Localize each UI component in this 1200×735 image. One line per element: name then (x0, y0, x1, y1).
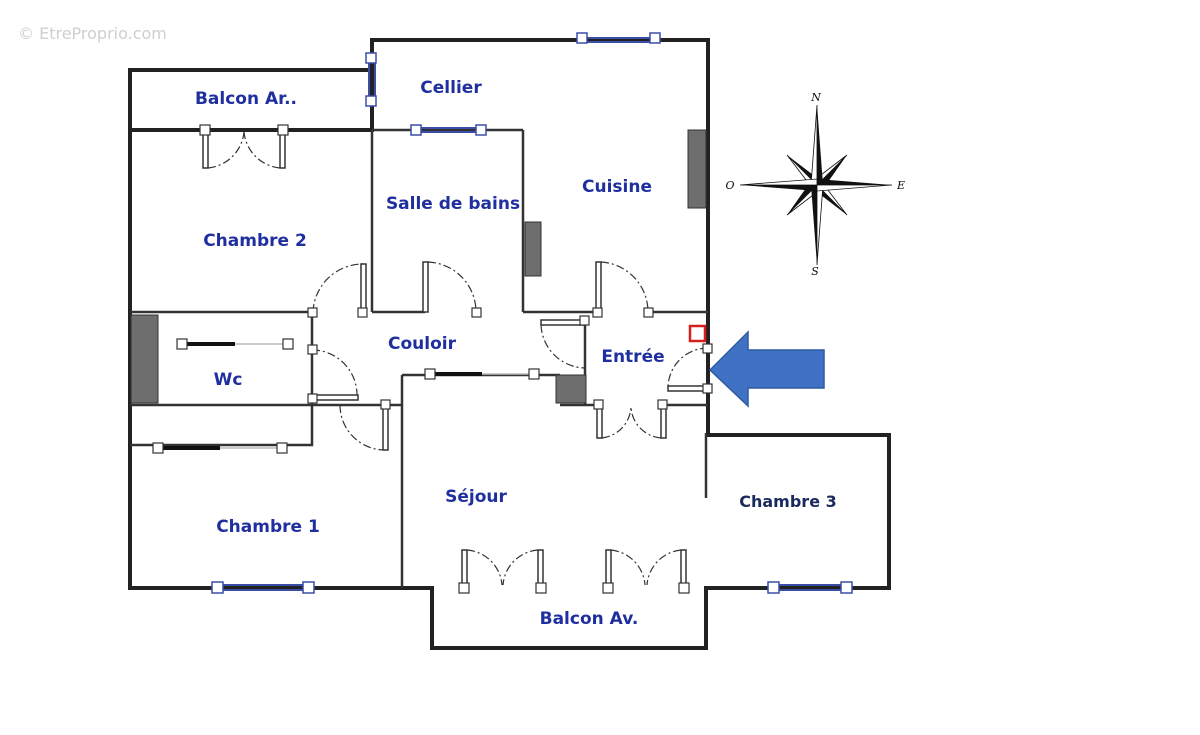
label-entree: Entrée (601, 347, 664, 367)
label-balcon-ar: Balcon Ar.. (195, 89, 297, 109)
watermark: © EtreProprio.com (18, 24, 167, 43)
swing-doors (199, 124, 713, 594)
label-couloir: Couloir (388, 334, 457, 354)
compass-west: O (725, 179, 734, 192)
label-sejour: Séjour (445, 487, 507, 507)
label-wc: Wc (214, 370, 243, 390)
label-cuisine: Cuisine (582, 177, 652, 197)
windows (211, 32, 853, 594)
panel-marker (688, 324, 707, 343)
room-labels: Balcon Ar.. Cellier Cuisine Salle de bai… (195, 78, 837, 629)
compass-south: S (811, 265, 819, 278)
compass-east: E (896, 179, 905, 192)
compass-north: N (810, 91, 821, 104)
entry-arrow (708, 330, 825, 408)
label-chambre-3: Chambre 3 (739, 492, 837, 511)
label-salle-de-bains: Salle de bains (386, 194, 520, 214)
label-cellier: Cellier (420, 78, 482, 98)
label-chambre-2: Chambre 2 (203, 231, 307, 251)
walls (128, 38, 891, 650)
label-chambre-1: Chambre 1 (216, 517, 320, 537)
label-balcon-av: Balcon Av. (540, 609, 639, 629)
compass-rose: N S E O (725, 91, 905, 278)
sliding-doors (152, 338, 540, 454)
service-blocks (130, 129, 707, 404)
